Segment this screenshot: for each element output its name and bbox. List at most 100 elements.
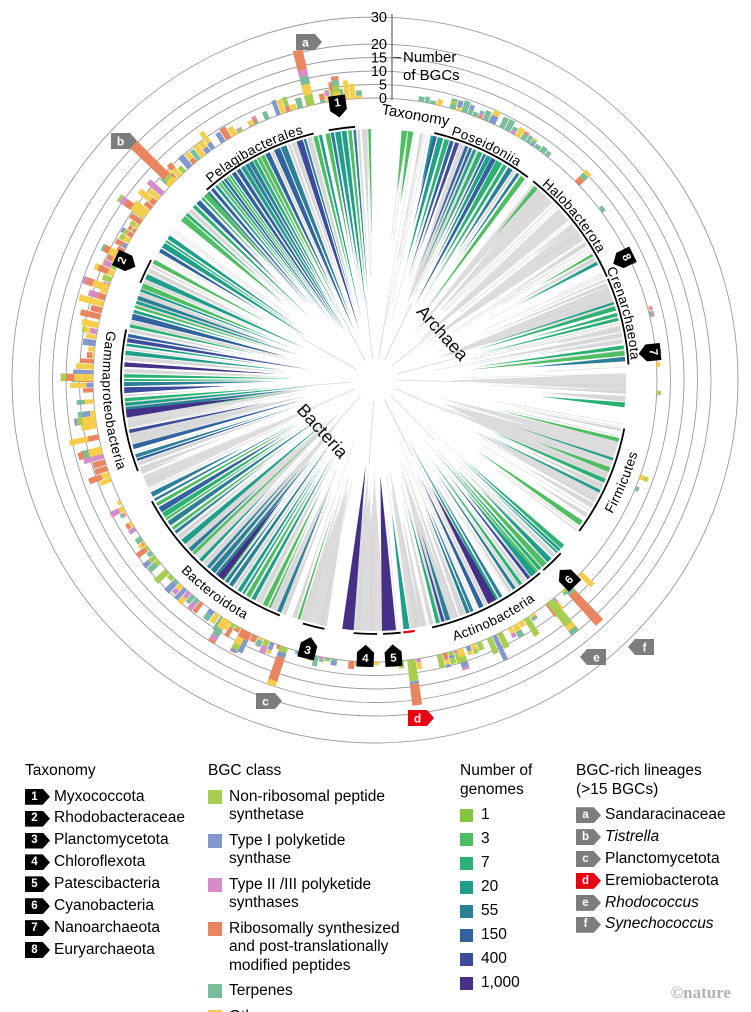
- legend-bgc-title: BGC class: [208, 762, 282, 779]
- axis-tick-label: 0: [379, 91, 387, 107]
- legend-item: 1,000: [460, 974, 570, 993]
- axis-tick-label: 15: [371, 51, 387, 67]
- axis-tick-label: 10: [371, 64, 387, 80]
- taxonomy-tag-icon: 2: [25, 810, 50, 827]
- lineage-label: Eremiobacterota: [605, 871, 719, 889]
- legend-item: 1: [460, 806, 570, 825]
- lineage-label: Sandaracinaceae: [605, 806, 726, 823]
- axis-tick-label: 5: [379, 78, 387, 94]
- svg-text:7: 7: [646, 348, 659, 356]
- bgc-class-label: Terpenes: [229, 982, 293, 999]
- bgc-class-label: Type II /III polyketide synthases: [229, 875, 372, 912]
- svg-text:2: 2: [116, 255, 130, 266]
- legend-genomes-title: Number of genomes: [460, 762, 533, 798]
- svg-text:a: a: [302, 36, 309, 50]
- genome-count-label: 1,000: [481, 974, 520, 991]
- svg-text:1: 1: [334, 97, 343, 110]
- genome-count-label: 150: [481, 926, 507, 943]
- bgc-bars: [60, 49, 662, 706]
- taxonomy-marker-3: 3: [297, 637, 318, 661]
- taxonomy-marker-2: 2: [111, 249, 136, 272]
- color-swatch: [460, 928, 473, 942]
- svg-text:f: f: [643, 641, 648, 655]
- clade-arcs: [120, 125, 630, 635]
- taxonomy-marker-4: 4: [356, 644, 375, 668]
- bgc-class-label: Type I polyketide synthase: [229, 831, 346, 868]
- lineage-label: Tistrella: [605, 827, 660, 845]
- color-swatch: [460, 976, 473, 990]
- lineage-marker-d: d: [408, 710, 434, 726]
- lineage-marker-a: a: [296, 34, 322, 50]
- color-swatch: [208, 1009, 222, 1012]
- lineage-marker-f: f: [628, 639, 654, 655]
- taxonomy-tag-icon: 8: [25, 941, 50, 958]
- legend-item: Ribosomally synthesized and post-transla…: [208, 920, 443, 976]
- color-swatch: [460, 880, 473, 894]
- legend-item: Non-ribosomal peptide synthetase: [208, 788, 443, 825]
- taxonomy-label: Nanoarchaeota: [54, 918, 160, 936]
- color-swatch: [208, 921, 222, 936]
- lineage-label: Planctomycetota: [605, 849, 720, 867]
- taxonomy-tag-icon: 5: [25, 876, 50, 893]
- svg-text:8: 8: [619, 252, 633, 264]
- lineage-tag-icon: b: [576, 829, 601, 846]
- legend-item: 400: [460, 950, 570, 969]
- legend-item: 20: [460, 878, 570, 897]
- legend-genomes: Number of genomes 1 3 7 20 55 150 400 1,…: [460, 762, 570, 998]
- lineage-markers: a b c d e f: [111, 34, 654, 726]
- lineage-marker-c: c: [256, 693, 282, 709]
- legend-bgc-class: BGC class Non-ribosomal peptide syntheta…: [208, 762, 443, 1012]
- tree-colored-clades: [124, 129, 626, 631]
- color-swatch: [460, 856, 473, 870]
- genome-count-label: 7: [481, 854, 490, 871]
- color-swatch: [460, 832, 473, 846]
- tree-gray-clades: [124, 129, 626, 631]
- lineage-tag-icon: e: [576, 894, 601, 911]
- taxonomy-marker-1: 1: [328, 94, 347, 118]
- genome-count-label: 55: [481, 902, 499, 919]
- svg-text:e: e: [593, 651, 600, 665]
- color-swatch: [460, 952, 473, 966]
- taxonomy-tag-icon: 6: [25, 898, 50, 915]
- legend-item: Other: [208, 1008, 443, 1012]
- bgc-class-label: Other: [229, 1008, 268, 1012]
- genome-count-label: 1: [481, 806, 490, 823]
- lineage-tag-icon: d: [576, 872, 601, 889]
- genome-count-label: 20: [481, 878, 499, 895]
- svg-text:3: 3: [303, 644, 312, 657]
- genome-count-label: 400: [481, 950, 507, 967]
- color-swatch: [208, 833, 222, 848]
- taxonomy-tag-icon: 7: [25, 920, 50, 937]
- svg-text:4: 4: [362, 653, 369, 665]
- taxonomy-marker-5: 5: [384, 644, 403, 667]
- color-swatch: [208, 789, 222, 804]
- legend-item: 7: [460, 854, 570, 873]
- taxonomy-label: Patescibacteria: [54, 875, 160, 893]
- genome-count-label: 3: [481, 830, 490, 847]
- taxonomy-label: Cyanobacteria: [54, 896, 154, 914]
- lineage-marker-b: b: [111, 133, 137, 149]
- taxonomy-marker-8: 8: [613, 246, 637, 269]
- lineage-label: Rhodococcus: [605, 893, 699, 911]
- legend-item: Type II /III polyketide synthases: [208, 876, 443, 913]
- lineage-tag-icon: c: [576, 851, 601, 868]
- axis-tick-label: 20: [371, 37, 387, 53]
